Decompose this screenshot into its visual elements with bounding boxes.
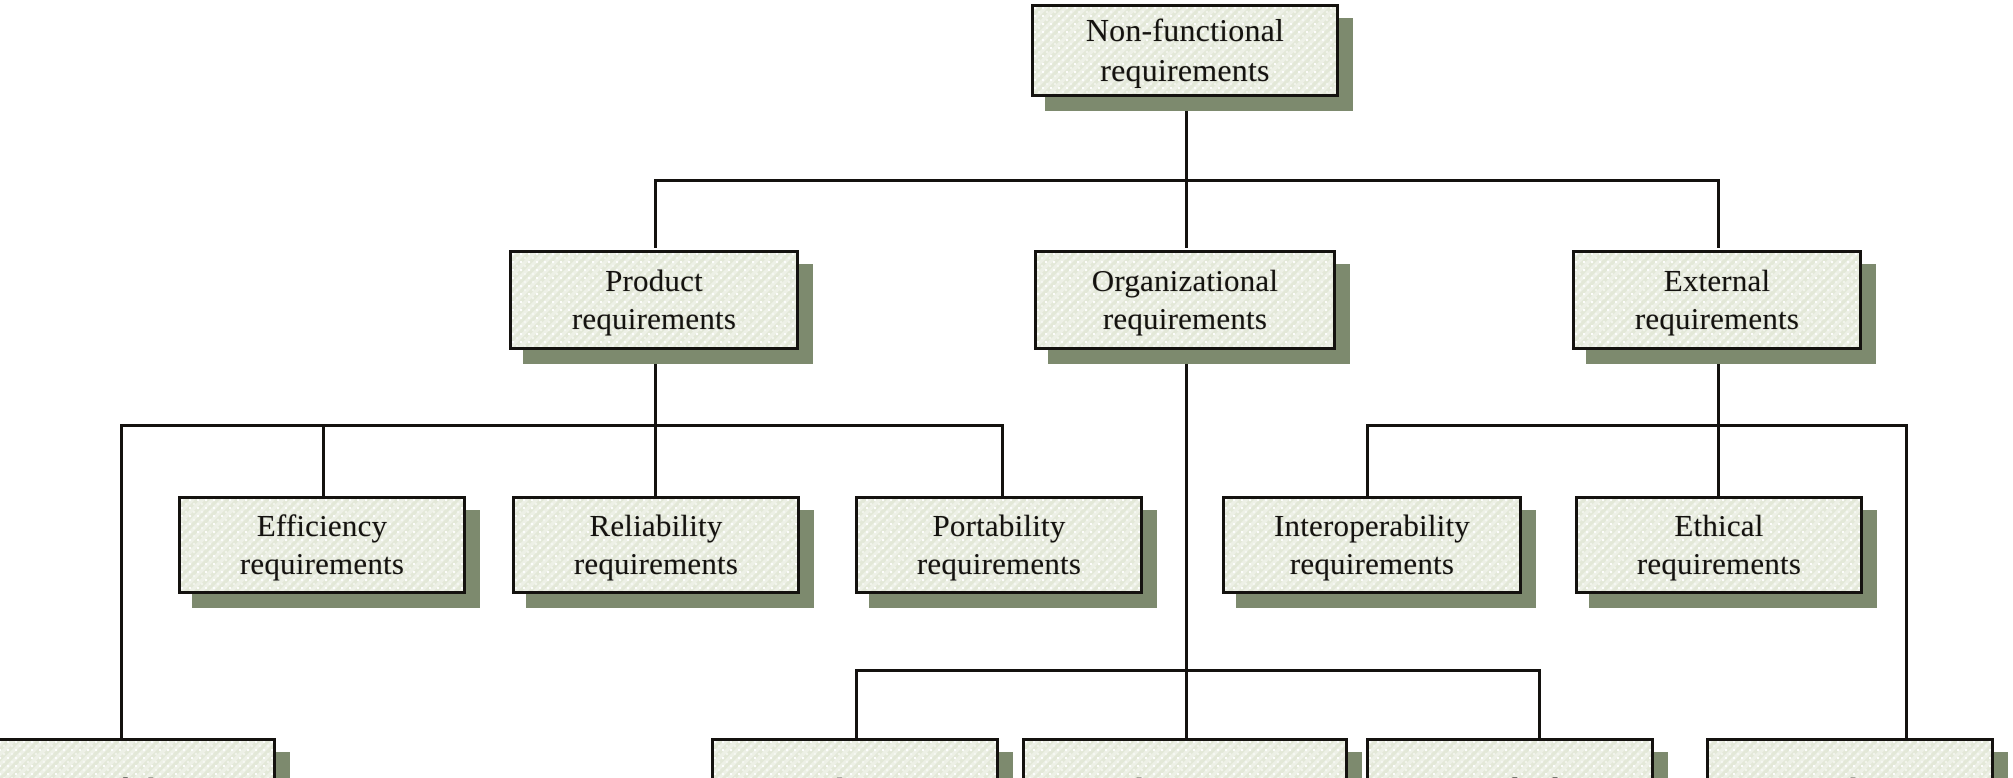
node-standards[interactable]: Standards (1366, 738, 1654, 778)
edge-drop-portability (1001, 424, 1004, 497)
node-label: Legislative (1774, 766, 1926, 778)
edge-root-stem (1185, 95, 1188, 182)
edge-external-bus (1366, 424, 1908, 427)
edge-drop-delivery (855, 669, 858, 738)
node-label: Efficiency requirements (239, 508, 405, 581)
edge-product-bus (120, 424, 1004, 427)
node-organizational-requirements[interactable]: Organizational requirements (1034, 250, 1336, 350)
node-label: Non-functional requirements (1085, 12, 1285, 88)
edge-drop-reliability (654, 424, 657, 497)
edge-drop-legislative (1905, 424, 1908, 738)
node-implementation[interactable]: Implementation (1022, 738, 1348, 778)
node-interoperability-requirements[interactable]: Interoperability requirements (1222, 496, 1522, 594)
node-label: Organizational requirements (1091, 263, 1279, 336)
edge-drop-external (1717, 179, 1720, 248)
node-label: Delivery (794, 766, 916, 778)
edge-product-stem (654, 352, 657, 426)
edge-drop-efficiency (322, 424, 325, 497)
node-label: Implementation (1079, 766, 1290, 778)
node-label: External requirements (1634, 263, 1800, 336)
edge-drop-organizational (1185, 179, 1188, 248)
edge-drop-standards (1538, 669, 1541, 738)
node-label: Portability requirements (916, 508, 1082, 581)
edge-drop-product (654, 179, 657, 248)
edge-organizational-bus (855, 669, 1541, 672)
edge-drop-interoperability (1366, 424, 1369, 497)
node-portability-requirements[interactable]: Portability requirements (855, 496, 1143, 594)
node-label: Reliability requirements (573, 508, 739, 581)
node-label: Usability (68, 766, 195, 778)
edge-organizational-stem (1185, 352, 1188, 672)
node-usability[interactable]: Usability (0, 738, 276, 778)
node-reliability-requirements[interactable]: Reliability requirements (512, 496, 800, 594)
edge-external-stem (1717, 352, 1720, 426)
node-product-requirements[interactable]: Product requirements (509, 250, 799, 350)
node-label: Ethical requirements (1636, 508, 1802, 581)
node-non-functional-requirements[interactable]: Non-functional requirements (1031, 4, 1339, 97)
node-label: Product requirements (571, 263, 737, 336)
node-external-requirements[interactable]: External requirements (1572, 250, 1862, 350)
edge-drop-usability (120, 424, 123, 738)
edge-drop-ethical (1717, 424, 1720, 497)
node-ethical-requirements[interactable]: Ethical requirements (1575, 496, 1863, 594)
node-efficiency-requirements[interactable]: Efficiency requirements (178, 496, 466, 594)
node-legislative[interactable]: Legislative (1706, 738, 1994, 778)
node-label: Standards (1442, 766, 1578, 778)
edge-drop-implementation (1185, 669, 1188, 738)
node-delivery[interactable]: Delivery (711, 738, 999, 778)
node-label: Interoperability requirements (1273, 508, 1470, 581)
